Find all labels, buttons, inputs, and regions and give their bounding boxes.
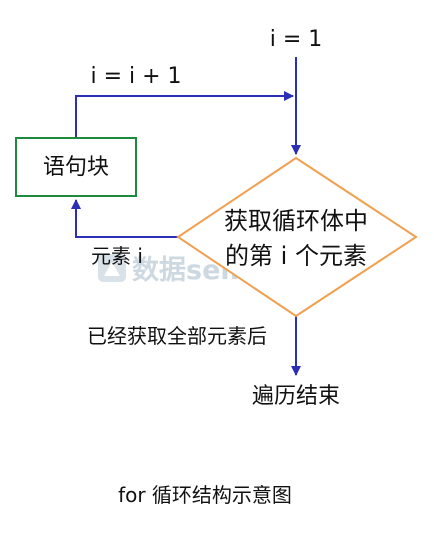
element-label: 元素 i bbox=[91, 244, 143, 268]
exit-label: 已经获取全部元素后 bbox=[87, 324, 267, 348]
start-label: i = 1 bbox=[270, 27, 323, 52]
statement-block bbox=[15, 137, 137, 197]
caption: for 循环结构示意图 bbox=[118, 483, 292, 507]
watermark-logo-mark bbox=[104, 262, 120, 276]
increment-label: i = i + 1 bbox=[90, 64, 181, 89]
decision-diamond bbox=[176, 156, 418, 318]
statement-block-label: 语句块 bbox=[43, 155, 109, 180]
element-arrow bbox=[71, 199, 178, 238]
decision-label-line1: 获取循环体中 bbox=[224, 207, 368, 235]
increment-arrow bbox=[75, 91, 294, 138]
decision-label-line2: 的第 i 个元素 bbox=[225, 242, 367, 270]
end-label: 遍历结束 bbox=[252, 384, 340, 409]
